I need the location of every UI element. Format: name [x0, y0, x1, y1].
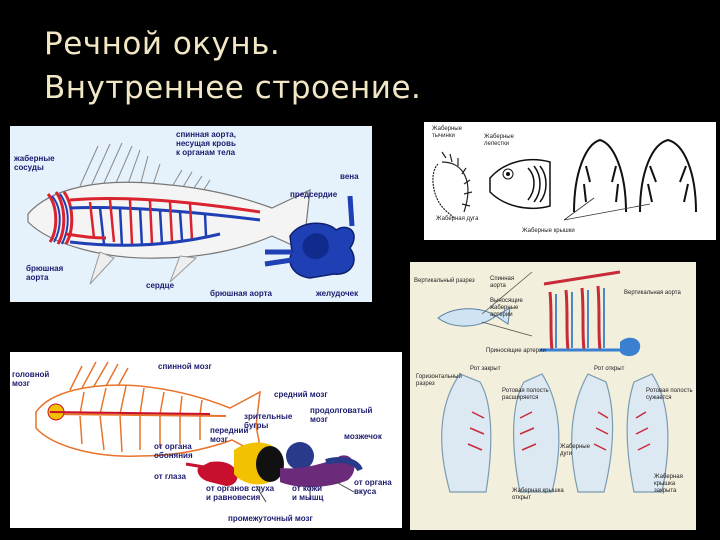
- label-gill-covers: Жаберные крышки: [522, 228, 575, 234]
- label-from-eyes: от глаза: [154, 472, 186, 481]
- brain-detail-drawing: [185, 442, 363, 503]
- label-abdominal-aorta: брюшная аорта: [210, 289, 272, 298]
- label-from-smell: от органа обоняния: [154, 442, 193, 460]
- label-gill-arch: Жаберная дуга: [436, 216, 479, 222]
- nervous-diagram: головной мозг спинной мозг средний мозг …: [10, 352, 402, 528]
- label-heart: сердце: [146, 281, 175, 290]
- slide-title-line2: Внутреннее строение.: [44, 70, 422, 106]
- label-cerebellum: мозжечок: [344, 432, 382, 441]
- label-from-taste: от органа вкуса: [354, 478, 392, 496]
- heart-detail-drawing: [264, 195, 355, 279]
- label-ventricle: желудочек: [316, 289, 359, 298]
- label-gill-rakers: Жаберные тычинки: [432, 126, 462, 139]
- gill-flow-diagram: Вертикальный разрез Спинная аорта Вынося…: [410, 262, 696, 530]
- label-gill-cover-open: Жаберная крышка открыт: [512, 488, 564, 501]
- label-spinal-aorta: спинная аорта, несущая кровь к органам т…: [176, 130, 236, 157]
- label-from-hearing: от органов слуха и равновесия: [206, 484, 275, 502]
- label-mouth-closed: Рот закрыт: [470, 366, 501, 372]
- circulatory-diagram: спинная аорта, несущая кровь к органам т…: [10, 126, 372, 302]
- label-dorsal-aorta: Спинная аорта: [490, 276, 515, 289]
- gills-diagram: Жаберные тычинки Жаберные лепестки Жабер…: [424, 122, 716, 240]
- label-efferent-arteries: Выносящие жаберные артерии: [490, 298, 523, 318]
- label-mouth-narrows: Ротовая полость сужается: [646, 388, 693, 401]
- label-vertical-section: Вертикальный разрез: [414, 278, 475, 284]
- label-afferent-arteries: Приносящие артерии: [486, 348, 546, 354]
- label-abdominal-aorta-left: брюшная аорта: [26, 264, 64, 282]
- label-optic-lobes: зрительные бугры: [244, 412, 293, 430]
- label-mouth-expands: Ротовая полость расширяется: [502, 388, 549, 401]
- label-atrium: предсердие: [290, 190, 338, 199]
- label-mouth-open: Рот открыт: [594, 366, 625, 372]
- nervous-illustration: [35, 361, 363, 503]
- label-forebrain: передний мозг: [210, 426, 249, 444]
- label-gill-vessels: жаберные сосуды: [14, 154, 55, 172]
- label-midbrain: средний мозг: [274, 390, 328, 399]
- gills-illustration: [432, 138, 697, 221]
- label-gill-arches: Жаберные дуги: [560, 444, 590, 457]
- label-horizontal-section: Горизонтальный разрез: [416, 374, 462, 387]
- label-from-skin: от кожи и мышц: [292, 484, 324, 502]
- label-medulla: продолговатый мозг: [310, 406, 373, 424]
- label-gill-cover-closed: Жаберная крышка закрыта: [654, 474, 683, 494]
- label-vertical-aorta: Вертикальная аорта: [624, 290, 681, 296]
- circulatory-illustration: [27, 142, 355, 285]
- label-head-brain: головной мозг: [12, 370, 50, 388]
- label-gill-filaments: Жаберные лепестки: [484, 134, 514, 147]
- label-diencephalon: промежуточный мозг: [228, 514, 313, 523]
- slide-title-line1: Речной окунь.: [44, 26, 281, 62]
- gill-flow-illustration: [437, 270, 669, 493]
- label-vein: вена: [340, 172, 359, 181]
- label-spinal-brain: спинной мозг: [158, 362, 212, 371]
